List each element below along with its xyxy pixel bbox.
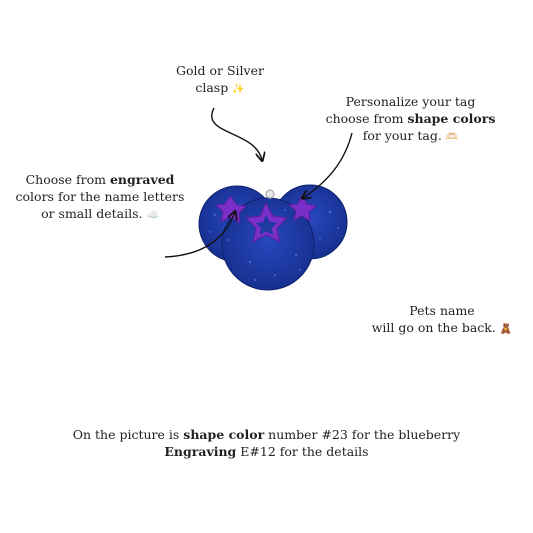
- teddy-bear-icon: 🧸: [499, 324, 513, 335]
- footer-caption: On the picture is shape color number #23…: [20, 426, 513, 460]
- footer-line1-prefix: On the picture is: [72, 427, 184, 442]
- engraving-arrow: [164, 212, 235, 258]
- clasp-line1: Gold or Silver: [176, 63, 264, 78]
- clasp-arrow: [211, 107, 262, 160]
- back-line2: will go on the back.: [371, 320, 496, 335]
- shape-arrow: [303, 132, 353, 198]
- shape-line1: Personalize your tag: [345, 94, 476, 109]
- engraving-line3: or small details.: [41, 206, 143, 221]
- footer-line1-bold: shape color: [183, 427, 265, 442]
- cloud-icon: ☁️: [146, 210, 159, 221]
- clasp-ring: [265, 189, 275, 199]
- footer-line1-suffix: number #23 for the blueberry: [264, 427, 461, 442]
- shape-annotation: Personalize your tag choose from shape c…: [318, 93, 503, 146]
- clasp-line2: clasp: [195, 80, 229, 95]
- engraving-annotation: Choose from engraved colors for the name…: [14, 171, 186, 224]
- blueberry-tag: [198, 184, 348, 291]
- footer-line2-suffix: E#12 for the details: [236, 444, 369, 459]
- clasp-annotation: Gold or Silver clasp ✨: [160, 62, 280, 98]
- footer-line2-bold: Engraving: [164, 444, 237, 459]
- engraving-line1-bold: engraved: [109, 172, 175, 187]
- engraving-line2: colors for the name letters: [15, 189, 185, 204]
- sparkles-icon: ✨: [232, 84, 245, 95]
- shape-line2-prefix: choose from: [325, 111, 408, 126]
- right-star-engraving: [287, 193, 318, 222]
- back-line1: Pets name: [409, 303, 475, 318]
- center-star-inner: [256, 215, 277, 235]
- heart-hands-icon: 🫶🏻: [445, 132, 459, 143]
- engraving-line1-prefix: Choose from: [25, 172, 110, 187]
- shape-line2-bold: shape colors: [407, 111, 496, 126]
- back-annotation: Pets name will go on the back. 🧸: [362, 302, 522, 338]
- shape-line3: for your tag.: [362, 128, 442, 143]
